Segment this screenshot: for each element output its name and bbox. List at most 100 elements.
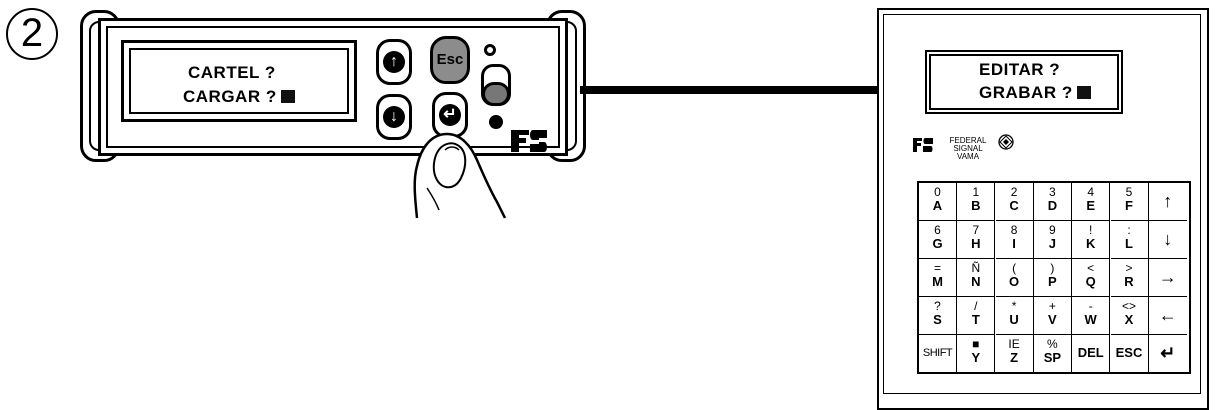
key-primary-label: U <box>1009 312 1019 327</box>
key-down-arrow[interactable]: ↓ <box>1148 221 1187 259</box>
key-secondary-label: 3 <box>1049 185 1056 199</box>
key-esc[interactable]: ESC <box>1111 335 1149 373</box>
key-secondary-label: 8 <box>1010 223 1018 237</box>
controller-esc-button[interactable]: Esc <box>430 36 470 84</box>
key-primary-label: Z <box>1010 350 1019 365</box>
controller-enter-button[interactable]: ↵ <box>432 92 468 138</box>
key-secondary-label: = <box>933 261 941 275</box>
key-secondary-label: 7 <box>972 223 980 237</box>
key-primary-label: C <box>1009 198 1019 213</box>
key-secondary-label: 6 <box>934 223 941 237</box>
key-secondary-label: ( <box>1012 261 1017 275</box>
key-secondary-label: ■ <box>972 337 980 351</box>
key-secondary-label: ) <box>1050 261 1055 275</box>
controller-lcd-frame <box>121 40 357 122</box>
key-primary-label: S <box>933 312 942 327</box>
key-primary-label: W <box>1084 312 1097 327</box>
fs-logo-icon <box>913 138 933 152</box>
key-p[interactable]: )P <box>1033 259 1072 297</box>
enter-icon: ↵ <box>439 104 461 126</box>
key-primary-label: Y <box>971 350 981 365</box>
key-secondary-label: ! <box>1089 223 1093 237</box>
key-m[interactable]: =M <box>919 259 957 297</box>
key-primary-label: K <box>1085 236 1096 251</box>
key-secondary-label: > <box>1125 261 1133 275</box>
key-right-arrow[interactable]: → <box>1148 259 1187 297</box>
key-q[interactable]: <Q <box>1072 259 1111 297</box>
keypad-brand-label: FEDERAL SIGNAL VAMA <box>936 137 1000 161</box>
key-enter[interactable]: ↵ <box>1149 335 1187 373</box>
key-secondary-label: - <box>1088 299 1093 313</box>
key-secondary-label: : <box>1127 223 1131 237</box>
key-w[interactable]: -W <box>1072 297 1111 335</box>
key-secondary-label: IE <box>1008 337 1020 351</box>
indicator-ring <box>484 44 496 56</box>
key-primary-label: E <box>1086 198 1096 213</box>
key-secondary-label: 4 <box>1087 185 1095 199</box>
key-primary-label: M <box>932 274 943 289</box>
right-arrow-icon: → <box>1158 267 1177 287</box>
connection-cable <box>580 86 880 94</box>
brand-line1: FEDERAL SIGNAL <box>949 136 987 153</box>
key-u[interactable]: *U <box>995 297 1034 335</box>
key-primary-label: O <box>1009 274 1020 289</box>
key-secondary-label: 1 <box>972 185 980 199</box>
key-secondary-label: 5 <box>1125 185 1133 199</box>
key-l[interactable]: :L <box>1110 221 1149 259</box>
key-y[interactable]: ■Y <box>957 335 996 373</box>
key-primary-label: SP <box>1043 350 1062 365</box>
down-arrow-icon: ↓ <box>383 106 405 128</box>
controller-down-button[interactable]: ↓ <box>376 94 412 140</box>
controller-up-button[interactable]: ↑ <box>376 39 412 85</box>
key-secondary-label: Ñ <box>971 261 981 275</box>
status-led <box>489 115 503 129</box>
lcd-cursor-block <box>280 90 295 103</box>
key-primary-label: I <box>1012 236 1016 251</box>
key-secondary-label: < <box>1087 261 1095 275</box>
lcd-cursor-block <box>1076 86 1091 99</box>
key-up-arrow[interactable]: ↑ <box>1148 183 1187 221</box>
down-arrow-icon: ↓ <box>1163 229 1173 249</box>
key-t[interactable]: /T <box>957 297 996 335</box>
key-primary-label: H <box>971 236 981 251</box>
keypad-lcd-screen <box>929 54 1119 110</box>
key-secondary-label: <> <box>1121 299 1136 313</box>
brand-line2: VAMA <box>956 152 980 161</box>
keypad-lcd-line2: GRABAR ? <box>979 83 1091 103</box>
key-primary-label: L <box>1125 236 1133 251</box>
key-sp[interactable]: %SP <box>1034 335 1072 373</box>
key-del[interactable]: DEL <box>1072 335 1111 373</box>
step-number-marker: 2 <box>6 8 58 60</box>
key-r[interactable]: >R <box>1110 259 1149 297</box>
key-left-arrow[interactable]: ← <box>1148 297 1187 335</box>
vama-emblem-icon <box>998 134 1014 150</box>
up-arrow-icon: ↑ <box>1163 191 1173 211</box>
key-primary-label: N <box>971 274 981 289</box>
key-primary-label: R <box>1124 274 1134 289</box>
key-k[interactable]: !K <box>1072 221 1111 259</box>
key-o[interactable]: (O <box>995 259 1034 297</box>
key-primary-label: T <box>971 312 980 327</box>
key-s[interactable]: ?S <box>919 297 957 335</box>
key-v[interactable]: +V <box>1033 297 1072 335</box>
key-primary-label: X <box>1124 312 1134 327</box>
key-primary-label: P <box>1048 274 1057 289</box>
key-primary-label: D <box>1047 198 1058 213</box>
key-primary-label: B <box>971 198 981 213</box>
key-x[interactable]: <>X <box>1110 297 1149 335</box>
key-shift[interactable]: SHIFT <box>919 335 957 373</box>
keypad-device-frame <box>883 14 1201 394</box>
